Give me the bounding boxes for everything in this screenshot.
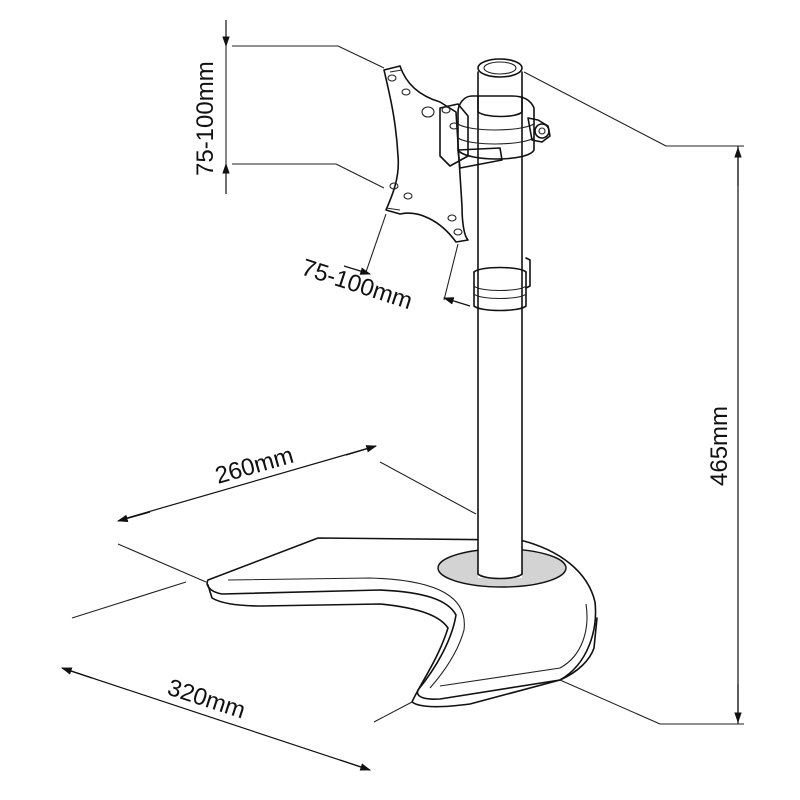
vesa-plate <box>383 65 469 243</box>
clamp-arm <box>439 95 551 169</box>
base-inner-contour <box>227 577 588 689</box>
tension-knob <box>527 117 551 143</box>
base-top-surface <box>206 537 597 700</box>
base <box>206 537 598 708</box>
label-base-depth: 260mm <box>212 442 296 490</box>
dim-base-width: 320mm <box>60 581 413 771</box>
base-bottom-edge <box>207 584 598 708</box>
height-collar <box>473 257 531 312</box>
label-height: 465mm <box>706 406 733 486</box>
label-vesa-horizontal: 75-100mm <box>298 254 415 315</box>
pole-top-cap <box>477 58 523 78</box>
dim-base-depth: 260mm <box>116 442 477 583</box>
vesa-holes <box>387 74 463 236</box>
label-base-width: 320mm <box>164 674 248 724</box>
label-vesa-vertical: 75-100mm <box>192 61 219 176</box>
dim-vesa-vertical: 75-100mm <box>192 20 385 194</box>
pole <box>473 58 531 580</box>
dim-height: 465mm <box>523 71 744 725</box>
